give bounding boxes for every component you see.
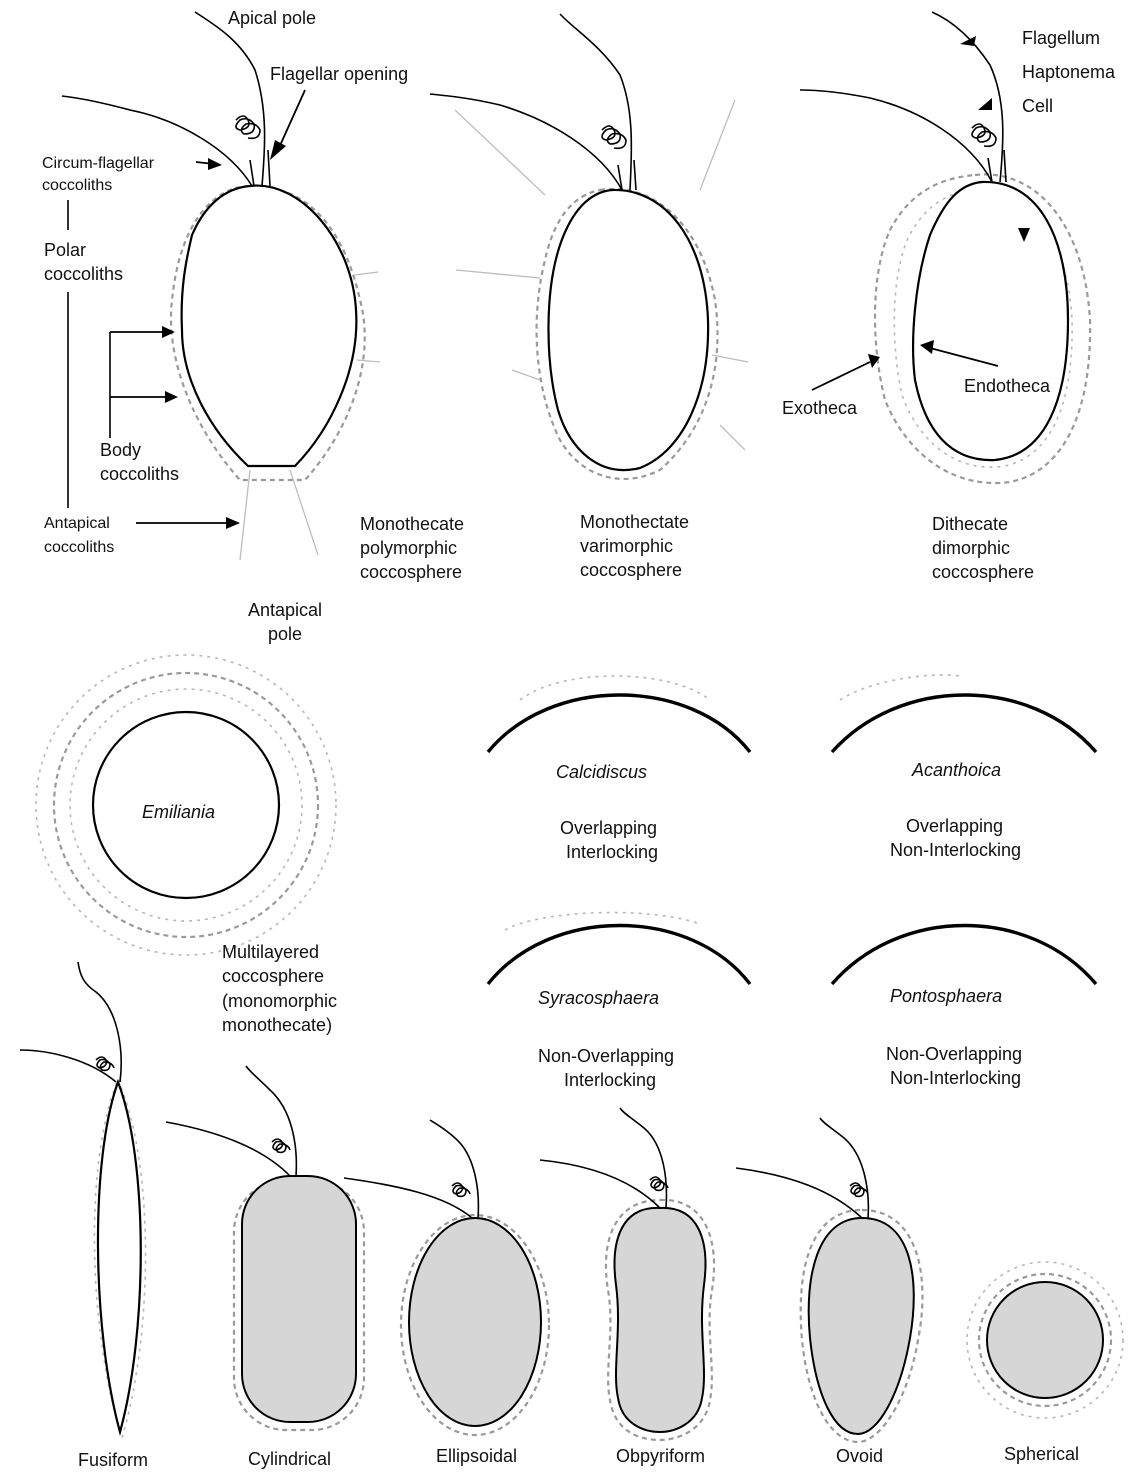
label-spherical: Spherical xyxy=(1004,1444,1079,1464)
emiliania-coccosphere: Emiliania Multilayered coccosphere (mono… xyxy=(36,655,337,1035)
shape-obpyriform xyxy=(540,1108,714,1440)
svg-text:Non-Overlapping: Non-Overlapping xyxy=(886,1044,1022,1064)
shape-captions: Fusiform Cylindrical Ellipsoidal Obpyrif… xyxy=(78,1444,1079,1470)
label-body-2: coccoliths xyxy=(100,464,179,484)
svg-text:Dithecate: Dithecate xyxy=(932,514,1008,534)
label-ellipsoidal: Ellipsoidal xyxy=(436,1446,517,1466)
shape-fusiform xyxy=(20,962,146,1438)
label-apical-pole: Apical pole xyxy=(228,8,316,28)
svg-text:dimorphic: dimorphic xyxy=(932,538,1010,558)
label-antapical-2: coccoliths xyxy=(44,539,114,556)
svg-text:Interlocking: Interlocking xyxy=(566,842,658,862)
svg-text:(monomorphic: (monomorphic xyxy=(222,991,337,1011)
shape-cylindrical xyxy=(166,1066,364,1430)
label-emiliania: Emiliania xyxy=(142,802,215,822)
svg-text:Syracosphaera: Syracosphaera xyxy=(538,988,659,1008)
svg-text:polymorphic: polymorphic xyxy=(360,538,457,558)
svg-text:Non-Interlocking: Non-Interlocking xyxy=(890,1068,1021,1088)
cell-outline xyxy=(548,190,708,470)
label-polar-2: coccoliths xyxy=(44,264,123,284)
label-antapical-1: Antapical xyxy=(44,515,110,532)
label-flagellum: Flagellum xyxy=(1022,28,1100,48)
svg-text:Acanthoica: Acanthoica xyxy=(911,760,1001,780)
haptonema xyxy=(62,96,252,186)
panel-acanthoica: Acanthoica Overlapping Non-Interlocking xyxy=(832,675,1096,860)
haptonema-coil xyxy=(236,116,260,138)
svg-text:Pontosphaera: Pontosphaera xyxy=(890,986,1002,1006)
label-flagellar-opening: Flagellar opening xyxy=(270,64,408,84)
svg-text:Calcidiscus: Calcidiscus xyxy=(556,762,647,782)
shape-ovoid xyxy=(736,1118,922,1442)
svg-text:coccosphere: coccosphere xyxy=(222,966,324,986)
svg-text:Multilayered: Multilayered xyxy=(222,942,319,962)
label-exotheca: Exotheca xyxy=(782,398,858,418)
svg-text:coccosphere: coccosphere xyxy=(580,560,682,580)
label-antapical-pole-2: pole xyxy=(268,624,302,644)
label-obpyriform: Obpyriform xyxy=(616,1446,705,1466)
label-ovoid: Ovoid xyxy=(836,1446,883,1466)
label-circum-flagellar-2: coccoliths xyxy=(42,177,112,194)
svg-text:coccosphere: coccosphere xyxy=(932,562,1034,582)
cell-monothectate-varimorphic xyxy=(430,14,748,479)
shape-ellipsoidal xyxy=(344,1120,549,1435)
svg-text:Monothectate: Monothectate xyxy=(580,512,689,532)
svg-text:Monothecate: Monothecate xyxy=(360,514,464,534)
panel-syracosphaera: Syracosphaera Non-Overlapping Interlocki… xyxy=(488,913,750,1090)
caption-monothectate-varimorphic: Monothectate varimorphic coccosphere xyxy=(580,512,689,580)
svg-text:varimorphic: varimorphic xyxy=(580,536,673,556)
svg-text:Overlapping: Overlapping xyxy=(906,816,1003,836)
cell-outline xyxy=(913,182,1068,460)
svg-text:Non-Overlapping: Non-Overlapping xyxy=(538,1046,674,1066)
label-circum-flagellar-1: Circum-flagellar xyxy=(42,155,155,172)
panel-pontosphaera: Pontosphaera Non-Overlapping Non-Interlo… xyxy=(832,926,1096,1089)
svg-text:Interlocking: Interlocking xyxy=(564,1070,656,1090)
haptonema-pointer xyxy=(978,98,992,110)
caption-dithecate-dimorphic: Dithecate dimorphic coccosphere xyxy=(932,514,1034,582)
panel-calcidiscus: Calcidiscus Overlapping Interlocking xyxy=(488,676,750,862)
label-polar-1: Polar xyxy=(44,240,86,260)
svg-text:monothecate): monothecate) xyxy=(222,1015,332,1035)
shape-spherical xyxy=(967,1262,1123,1418)
caption-monothecate-polymorphic: Monothecate polymorphic coccosphere xyxy=(360,514,464,582)
svg-text:Overlapping: Overlapping xyxy=(560,818,657,838)
label-antapical-pole-1: Antapical xyxy=(248,600,322,620)
label-endotheca: Endotheca xyxy=(964,376,1051,396)
label-fusiform: Fusiform xyxy=(78,1450,148,1470)
label-cylindrical: Cylindrical xyxy=(248,1449,331,1469)
svg-text:coccosphere: coccosphere xyxy=(360,562,462,582)
svg-text:Non-Interlocking: Non-Interlocking xyxy=(890,840,1021,860)
label-cell: Cell xyxy=(1022,96,1053,116)
label-haptonema: Haptonema xyxy=(1022,62,1116,82)
label-body-1: Body xyxy=(100,440,141,460)
